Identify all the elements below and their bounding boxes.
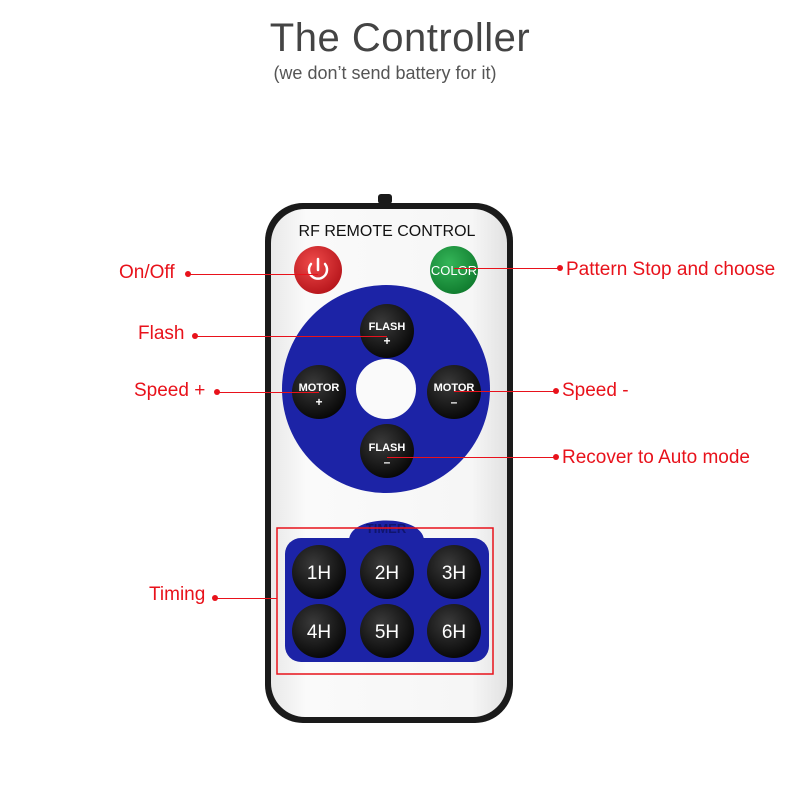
motor-plus-label: MOTOR xyxy=(299,382,340,394)
callout-speed-plus-line xyxy=(219,392,319,393)
timer-button-label: 4H xyxy=(307,622,331,643)
page-title: The Controller xyxy=(269,16,531,60)
callout-pattern-dot xyxy=(557,265,563,271)
timer-button-label: 1H xyxy=(307,563,331,584)
timer-button-2h[interactable]: 2H xyxy=(360,545,414,599)
callout-speed-minus: Speed - xyxy=(562,380,629,401)
callout-flash-dot xyxy=(192,333,198,339)
color-button-label: COLOR xyxy=(431,263,477,278)
motor-minus-sign: – xyxy=(451,395,458,409)
callout-recover-line xyxy=(387,457,554,458)
color-button[interactable]: COLOR xyxy=(430,246,478,294)
brand-label: RF REMOTE CONTROL xyxy=(299,223,476,240)
timer-button-1h[interactable]: 1H xyxy=(292,545,346,599)
antenna-nub xyxy=(378,194,392,204)
page-subtitle: (we don’t send battery for it) xyxy=(273,63,497,83)
power-button[interactable] xyxy=(294,246,342,294)
timer-button-label: 6H xyxy=(442,622,466,643)
flash-plus-sign: + xyxy=(383,334,390,348)
callout-speed-plus: Speed + xyxy=(134,380,206,401)
motor-minus-button[interactable]: MOTOR – xyxy=(427,365,481,419)
callout-on-off: On/Off xyxy=(119,262,175,283)
timer-button-6h[interactable]: 6H xyxy=(427,604,481,658)
callout-flash: Flash xyxy=(138,323,185,344)
timer-button-3h[interactable]: 3H xyxy=(427,545,481,599)
callout-timing-line xyxy=(217,598,277,599)
control-ring-center xyxy=(356,359,416,419)
flash-minus-button[interactable]: FLASH – xyxy=(360,424,414,478)
motor-plus-sign: + xyxy=(315,395,322,409)
timer-button-label: 3H xyxy=(442,563,466,584)
timing-highlight-box xyxy=(276,527,494,675)
callout-on-off-dot xyxy=(185,271,191,277)
callout-speed-plus-dot xyxy=(214,389,220,395)
callout-timing: Timing xyxy=(149,584,206,605)
timer-button-4h[interactable]: 4H xyxy=(292,604,346,658)
callout-speed-minus-dot xyxy=(553,388,559,394)
flash-plus-label: FLASH xyxy=(369,321,406,333)
flash-minus-sign: – xyxy=(384,455,391,469)
callout-pattern-line xyxy=(454,268,558,269)
motor-minus-label: MOTOR xyxy=(434,382,475,394)
motor-plus-button[interactable]: MOTOR + xyxy=(292,365,346,419)
timer-button-label: 2H xyxy=(375,563,399,584)
flash-minus-label: FLASH xyxy=(369,442,406,454)
flash-plus-button[interactable]: FLASH + xyxy=(360,304,414,358)
power-icon xyxy=(307,257,329,280)
timer-button-5h[interactable]: 5H xyxy=(360,604,414,658)
callout-pattern: Pattern Stop and choose xyxy=(566,259,776,280)
callout-flash-line xyxy=(197,336,387,337)
callout-recover: Recover to Auto mode xyxy=(562,447,750,468)
callout-on-off-line xyxy=(190,274,318,275)
callout-speed-minus-line xyxy=(454,391,554,392)
callout-recover-dot xyxy=(553,454,559,460)
callout-timing-dot xyxy=(212,595,218,601)
timer-button-label: 5H xyxy=(375,622,399,643)
